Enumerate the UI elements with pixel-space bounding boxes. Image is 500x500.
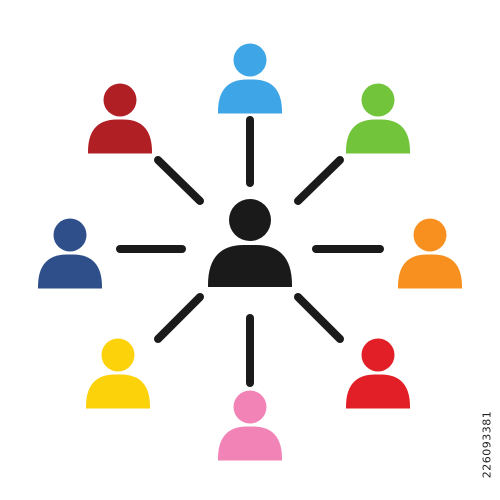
connector-line (294, 156, 344, 205)
person-icon-left-head (53, 218, 87, 252)
person-icon-right-body (398, 254, 462, 289)
center-person-icon (208, 199, 292, 287)
person-icon-bottom-head (233, 390, 267, 424)
person-icon-bottom-left-body (86, 374, 150, 409)
connector-line (294, 293, 344, 343)
person-icon-center (208, 199, 292, 287)
person-icon-bottom-right (346, 338, 410, 409)
person-icon-left (38, 218, 102, 289)
stock-id-text: 226093381 (480, 410, 494, 478)
person-icon-bottom-left (86, 338, 150, 409)
connector-line (154, 156, 204, 205)
person-icon-bottom-body (218, 426, 282, 461)
person-icon-bottom-left-head (101, 338, 135, 372)
person-icon-top-right (346, 83, 410, 154)
person-icon-top-left-body (88, 119, 152, 154)
person-icon-bottom (218, 390, 282, 461)
person-icon-right-head (413, 218, 447, 252)
person-icon-top-body (218, 79, 282, 114)
person-icon-top-left-head (103, 83, 137, 117)
connector-lines (116, 116, 384, 387)
person-icon-left-body (38, 254, 102, 289)
person-icon-center-body (208, 245, 292, 287)
person-icon-top (218, 43, 282, 114)
person-icon-top-right-head (361, 83, 395, 117)
connector-line (154, 293, 204, 343)
person-icon-bottom-right-body (346, 374, 410, 409)
person-icon-center-head (229, 199, 271, 241)
person-icon-top-right-body (346, 119, 410, 154)
person-icon-bottom-right-head (361, 338, 395, 372)
stock-id-watermark: 226093381 (474, 388, 500, 500)
person-icon-top-left (88, 83, 152, 154)
person-icon-top-head (233, 43, 267, 77)
outer-people (38, 43, 462, 461)
person-icon-right (398, 218, 462, 289)
